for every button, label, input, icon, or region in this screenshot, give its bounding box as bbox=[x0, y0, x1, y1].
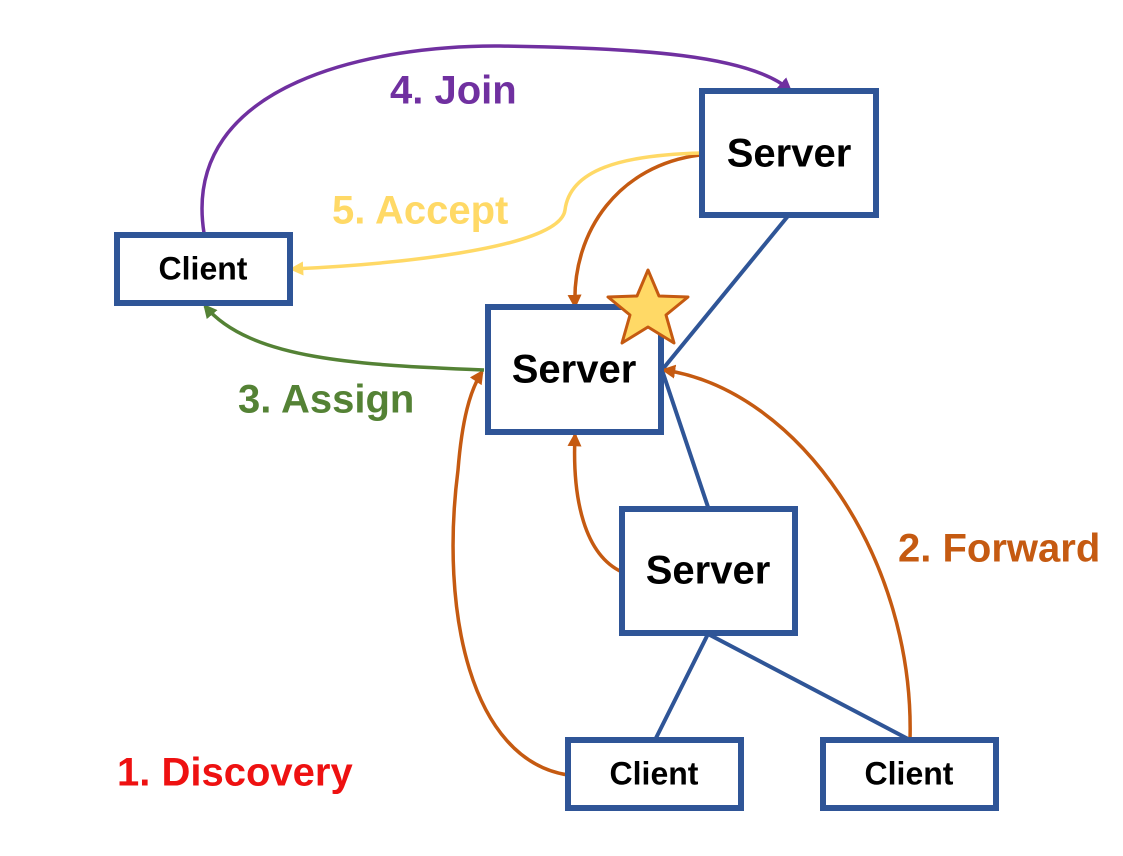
topology-links bbox=[653, 214, 911, 742]
link-low-server-to-client-bl bbox=[653, 633, 710, 741]
client-node-left[interactable]: Client bbox=[114, 232, 293, 306]
client-label: Client bbox=[865, 755, 954, 791]
step-label-accept: 5. Accept bbox=[332, 189, 508, 233]
client-label: Client bbox=[159, 250, 248, 286]
step-label-forward: 2. Forward bbox=[898, 527, 1100, 571]
client-label: Client bbox=[610, 755, 699, 791]
forward-arrow-client-bl-to-mid bbox=[451, 369, 569, 777]
server-node-top[interactable]: Server bbox=[699, 88, 879, 218]
accept-arrow bbox=[289, 151, 703, 276]
forward-arrow-client-br-to-mid bbox=[661, 364, 912, 741]
forward-arrows bbox=[451, 153, 912, 777]
server-node-low[interactable]: Server bbox=[619, 506, 798, 636]
assign-arrow bbox=[203, 303, 485, 372]
star-icon bbox=[606, 268, 690, 345]
join-arrow bbox=[200, 44, 793, 234]
server-node-leader[interactable]: Server bbox=[485, 304, 664, 435]
server-label: Server bbox=[512, 348, 637, 392]
step-label-discovery: 1. Discovery bbox=[117, 751, 353, 795]
forward-arrow-top-to-mid bbox=[567, 153, 701, 309]
step-label-assign: 3. Assign bbox=[238, 378, 414, 422]
client-node-bottom-left[interactable]: Client bbox=[565, 737, 744, 811]
link-top-to-mid-server bbox=[660, 214, 790, 372]
step-label-join: 4. Join bbox=[390, 69, 517, 113]
client-node-bottom-right[interactable]: Client bbox=[820, 737, 999, 811]
link-low-server-to-client-br bbox=[707, 632, 911, 742]
link-mid-to-low-server bbox=[660, 369, 710, 508]
server-label: Server bbox=[646, 549, 771, 593]
server-label: Server bbox=[727, 132, 852, 176]
forward-arrow-low-to-mid bbox=[567, 432, 623, 574]
